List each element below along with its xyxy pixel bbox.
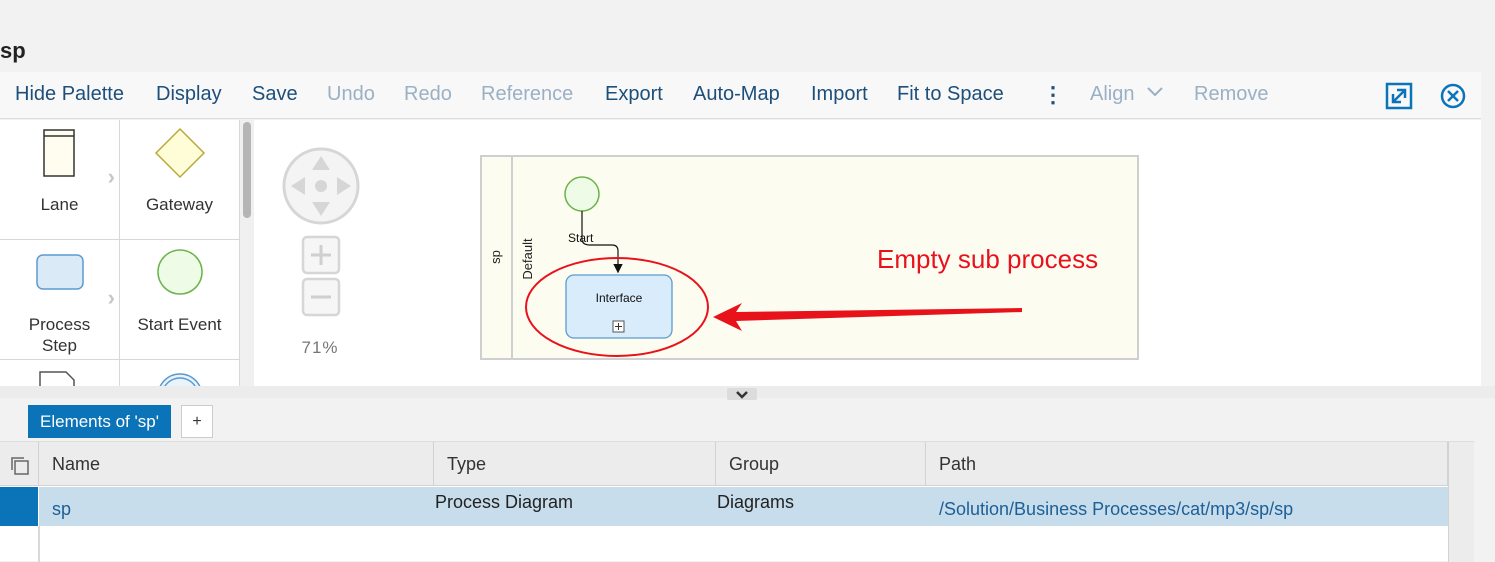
column-header-type[interactable]: Type [434, 442, 716, 486]
page-title: sp [0, 38, 26, 63]
palette-scroll-thumb[interactable] [243, 122, 251, 218]
cell-group: Diagrams [716, 487, 926, 526]
start-label: Start [568, 231, 594, 245]
palette-item-lane[interactable]: Lane › [0, 120, 120, 240]
cell-path[interactable]: /Solution/Business Processes/cat/mp3/sp/… [926, 487, 1448, 526]
cell-name[interactable]: sp [39, 487, 434, 526]
palette-item-process-step[interactable]: Process Step › [0, 240, 120, 360]
remove-button[interactable]: Remove [1194, 83, 1269, 105]
process-step-icon [36, 254, 84, 290]
auto-map-button[interactable]: Auto-Map [693, 83, 780, 105]
sequence-flow[interactable] [581, 211, 623, 274]
start-event-icon [157, 249, 203, 295]
maximize-icon[interactable] [1385, 82, 1413, 110]
close-icon[interactable] [1439, 82, 1467, 110]
splitter-handle[interactable] [727, 388, 757, 400]
palette-item-partial-1[interactable] [0, 360, 120, 386]
palette-label-start-event: Start Event [137, 315, 222, 334]
zoom-level: 71% [301, 338, 339, 357]
hide-palette-button[interactable]: Hide Palette [15, 83, 124, 105]
palette-item-start-event[interactable]: Start Event [120, 240, 240, 360]
tab-elements[interactable]: Elements of 'sp' [28, 405, 171, 438]
gateway-icon [154, 127, 206, 179]
row-divider [38, 526, 40, 562]
elements-table: Name Type Group Path sp Process Diagram … [0, 441, 1474, 562]
import-button[interactable]: Import [811, 83, 868, 105]
document-icon [39, 371, 75, 386]
table-scrollbar[interactable] [1448, 442, 1474, 562]
lane-icon [43, 129, 75, 177]
chevron-right-icon: › [107, 285, 115, 310]
more-options-icon[interactable]: ⋮ [1042, 82, 1064, 107]
align-label: Align [1090, 83, 1135, 105]
display-button[interactable]: Display [156, 83, 222, 105]
undo-button[interactable]: Undo [327, 83, 375, 105]
expand-marker-icon[interactable] [612, 320, 625, 333]
save-button[interactable]: Save [252, 83, 298, 105]
chevron-right-icon: › [107, 164, 115, 189]
subprocess-interface[interactable] [565, 274, 673, 339]
annotation-arrow [713, 303, 1022, 331]
palette-label-process: Process [28, 315, 91, 334]
column-header-name[interactable]: Name [39, 442, 434, 486]
column-header-group[interactable]: Group [716, 442, 926, 486]
reference-button[interactable]: Reference [481, 83, 574, 105]
fit-to-space-button[interactable]: Fit to Space [897, 83, 1004, 105]
copy-icon [11, 457, 29, 475]
lane-label: Default [520, 238, 535, 280]
palette-item-gateway[interactable]: Gateway [120, 120, 240, 240]
subprocess-label: Interface [596, 291, 643, 305]
chevron-down-icon [736, 391, 748, 399]
palette-label-gateway: Gateway [145, 195, 214, 214]
export-button[interactable]: Export [605, 83, 663, 105]
chevron-down-icon [1147, 87, 1163, 97]
process-diagram[interactable]: sp Default Start Interface Empty sub pro… [480, 155, 1139, 360]
cell-type: Process Diagram [434, 487, 716, 526]
start-event[interactable] [564, 176, 600, 212]
diagram-canvas[interactable]: Lane › Gateway Process Step › Start Even… [0, 120, 1481, 386]
palette-label-step: Step [42, 336, 77, 355]
toolbar: Hide Palette Display Save Undo Redo Refe… [0, 72, 1481, 119]
row-selector[interactable] [0, 487, 38, 526]
palette-item-partial-2[interactable] [120, 360, 240, 386]
column-header-path[interactable]: Path [926, 442, 1448, 486]
zoom-out-icon[interactable] [301, 277, 341, 317]
intermediate-event-icon [159, 373, 201, 386]
annotation-text: Empty sub process [877, 244, 1098, 274]
pan-control-icon[interactable] [281, 146, 361, 226]
select-all-header[interactable] [0, 442, 39, 486]
align-dropdown[interactable]: Align [1090, 83, 1164, 106]
pool-label: sp [488, 250, 503, 264]
add-tab-button[interactable]: + [181, 405, 213, 438]
zoom-in-icon[interactable] [301, 235, 341, 275]
palette: Lane › Gateway Process Step › Start Even… [0, 120, 240, 386]
palette-label-lane: Lane [40, 195, 79, 214]
redo-button[interactable]: Redo [404, 83, 452, 105]
annotation-circle [525, 257, 709, 357]
